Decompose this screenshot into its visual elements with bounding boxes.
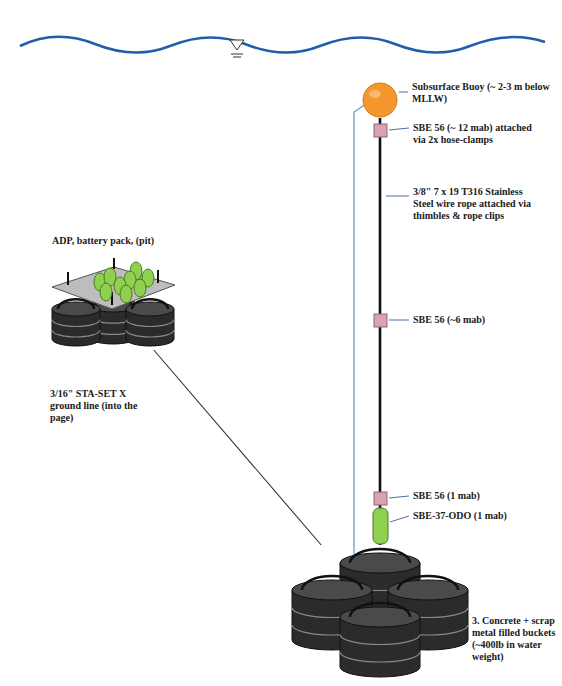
bucket-strap [52,320,100,327]
bucket-rim [388,580,468,600]
backup-line [354,104,366,590]
adp-plate [52,267,175,309]
bucket-strap [126,330,174,337]
bucket-anchor-shape [290,545,470,682]
green-float [100,283,112,301]
leader-line [386,196,409,197]
bucket-handle [350,549,410,563]
leader-line [389,128,409,130]
green-float [134,279,146,297]
water-level-symbol [230,40,244,50]
water-level-symbol [233,57,241,58]
bucket-handle [132,299,168,309]
bucket-rim [340,607,420,627]
frame-post [67,272,69,285]
bucket-rim [292,580,372,600]
subsurface-buoy: Subsurface Buoy (~ 2-3 m below MLLW) [362,82,398,118]
subsurface-buoy-shape [362,82,398,118]
leader-line [389,496,409,498]
sbe37-sensor [373,508,388,544]
water-level-symbol [231,54,243,55]
instrument-label: SBE 56 (~ 12 mab) attached via 2x hose-c… [413,122,541,146]
leader-line [389,320,409,321]
part-label: Subsurface Buoy (~ 2-3 m below MLLW) [412,81,550,105]
bucket-handle [302,576,362,590]
instrument-label: SBE 56 (~6 mab) [413,314,541,326]
bucket-handle [398,576,458,590]
adp-frame: ADP, battery pack, (pit) [48,255,178,350]
bucket-strap [52,330,100,337]
bucket-strap [340,652,420,662]
sbe56-sensor [374,314,387,327]
ground-line [154,350,321,545]
water-surface [20,37,545,53]
leader-line [399,92,408,93]
adp-frame-shape [48,255,178,350]
part-label: ADP, battery pack, (pit) [52,235,212,247]
instrument-label: SBE-37-ODO (1 mab) [413,510,541,522]
frame-post [113,258,115,269]
instrument-label: SBE 56 (1 mab) [413,490,541,502]
green-float [120,285,132,303]
bucket-anchor: 3. Concrete + scrap metal filled buckets… [290,545,470,682]
bucket-rim [340,553,420,573]
buoy-float [363,83,397,117]
line-label: 3/8" 7 x 19 T316 Stainless Steel wire ro… [413,186,541,222]
wire-rope [379,118,382,545]
sbe56-sensor [374,492,387,505]
sbe56-sensor [374,124,387,137]
bucket-handle [350,603,410,617]
bucket-strap [340,635,420,645]
leader-line [390,516,409,522]
buoy-highlight [369,90,381,98]
bucket-strap [126,320,174,327]
part-label: 3. Concrete + scrap metal filled buckets… [472,615,556,663]
line-label: 3/16" STA-SET X ground line (into the pa… [50,388,158,424]
frame-post [157,270,159,283]
